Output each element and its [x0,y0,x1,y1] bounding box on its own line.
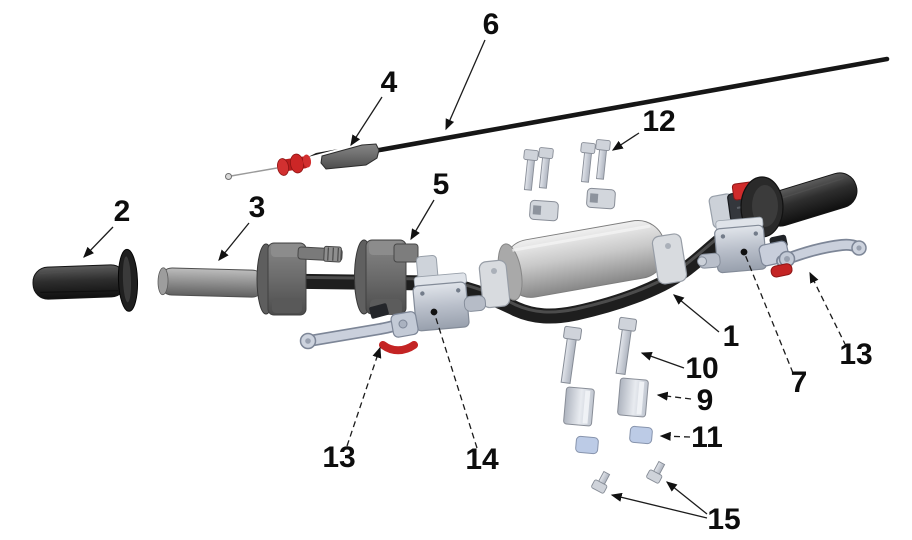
callout-11-label: 11 [691,421,723,454]
callout-13-left-leader [346,346,382,447]
crossbar-clamp-left [478,259,511,309]
left-lever [299,303,419,355]
crossbar-clamp-right [651,233,688,285]
callout-13-right-leader [809,271,847,347]
left-mc-body [412,281,470,332]
clamp-bolt [580,142,596,183]
mount-nut [575,435,599,455]
callouts: 6 4 12 2 3 5 1 7 13 10 9 11 13 14 15 [83,8,873,536]
bar-clamp-half [586,187,616,210]
mount-spacer [563,386,595,427]
left-lever-clip [369,303,389,319]
callout-10-label: 10 [685,352,718,385]
hardware-11 [575,425,653,455]
callout-9-label: 9 [697,384,714,417]
right-lever-red-adjuster [770,263,793,278]
right-grip [740,172,858,238]
throttle-tube [157,267,265,298]
left-mc-outlet [463,295,487,312]
callout-7-label: 7 [791,366,808,399]
hardware-15 [591,460,666,494]
bar-clamp-5 [354,239,419,315]
cable-end-ball [225,173,232,180]
callout-6-label: 6 [483,8,500,41]
left-lever-red-adjuster [379,341,418,355]
bar-clamp-half [529,199,559,222]
clamp-bolt [595,139,611,180]
crossbar-assembly [478,219,688,309]
small-bolt [646,460,666,484]
hot-start-lever-arm [297,245,343,263]
callout-10-leader [640,351,685,369]
callout-14-leader [430,308,478,449]
callout-13-right-label: 13 [839,338,872,371]
callout-15-label: 15 [707,503,740,536]
small-bolt [591,470,611,494]
cable-segment [308,149,338,157]
callout-14-label: 14 [465,443,499,476]
hardware-12 [523,139,616,222]
callout-5-label: 5 [433,168,450,201]
callout-12-label: 12 [642,105,675,138]
mount-nut [629,425,653,445]
callout-2-leader [83,226,114,258]
callout-15-leader-a [610,492,708,519]
callout-11-leader [659,431,691,441]
cable-adjuster-red [277,153,312,176]
mount-bolt [615,316,638,375]
callout-6-leader [445,39,486,131]
hardware-10 [560,316,638,384]
clamp-bolt [538,147,554,189]
callout-4-leader [350,96,383,147]
left-grip [32,248,139,312]
callout-9-leader [656,391,692,401]
callout-1-label: 1 [723,320,740,353]
callout-3-leader [218,222,250,262]
cable-inner-wire [230,167,278,177]
throttle-cable-assembly [225,56,890,180]
callout-1-leader [672,294,720,333]
left-master-cylinder [412,255,487,332]
callout-2-label: 2 [114,195,131,228]
cable-housing-boot [320,143,380,170]
right-lever [758,234,867,278]
throttle-cable-line [371,56,890,154]
callout-7-leader [740,248,794,374]
clamp-bolt [523,149,539,191]
mount-spacer [617,377,649,418]
hardware-9 [563,377,649,427]
callout-5-leader [410,199,435,241]
callout-13-left-label: 13 [322,441,355,474]
left-perch-clamp [256,242,343,316]
right-master-cylinder [697,216,768,274]
mount-bolt [560,325,583,384]
callout-12-leader [611,132,640,151]
callout-3-label: 3 [249,191,266,224]
callout-15-leader-b [665,481,708,515]
callout-4-label: 4 [381,66,398,99]
